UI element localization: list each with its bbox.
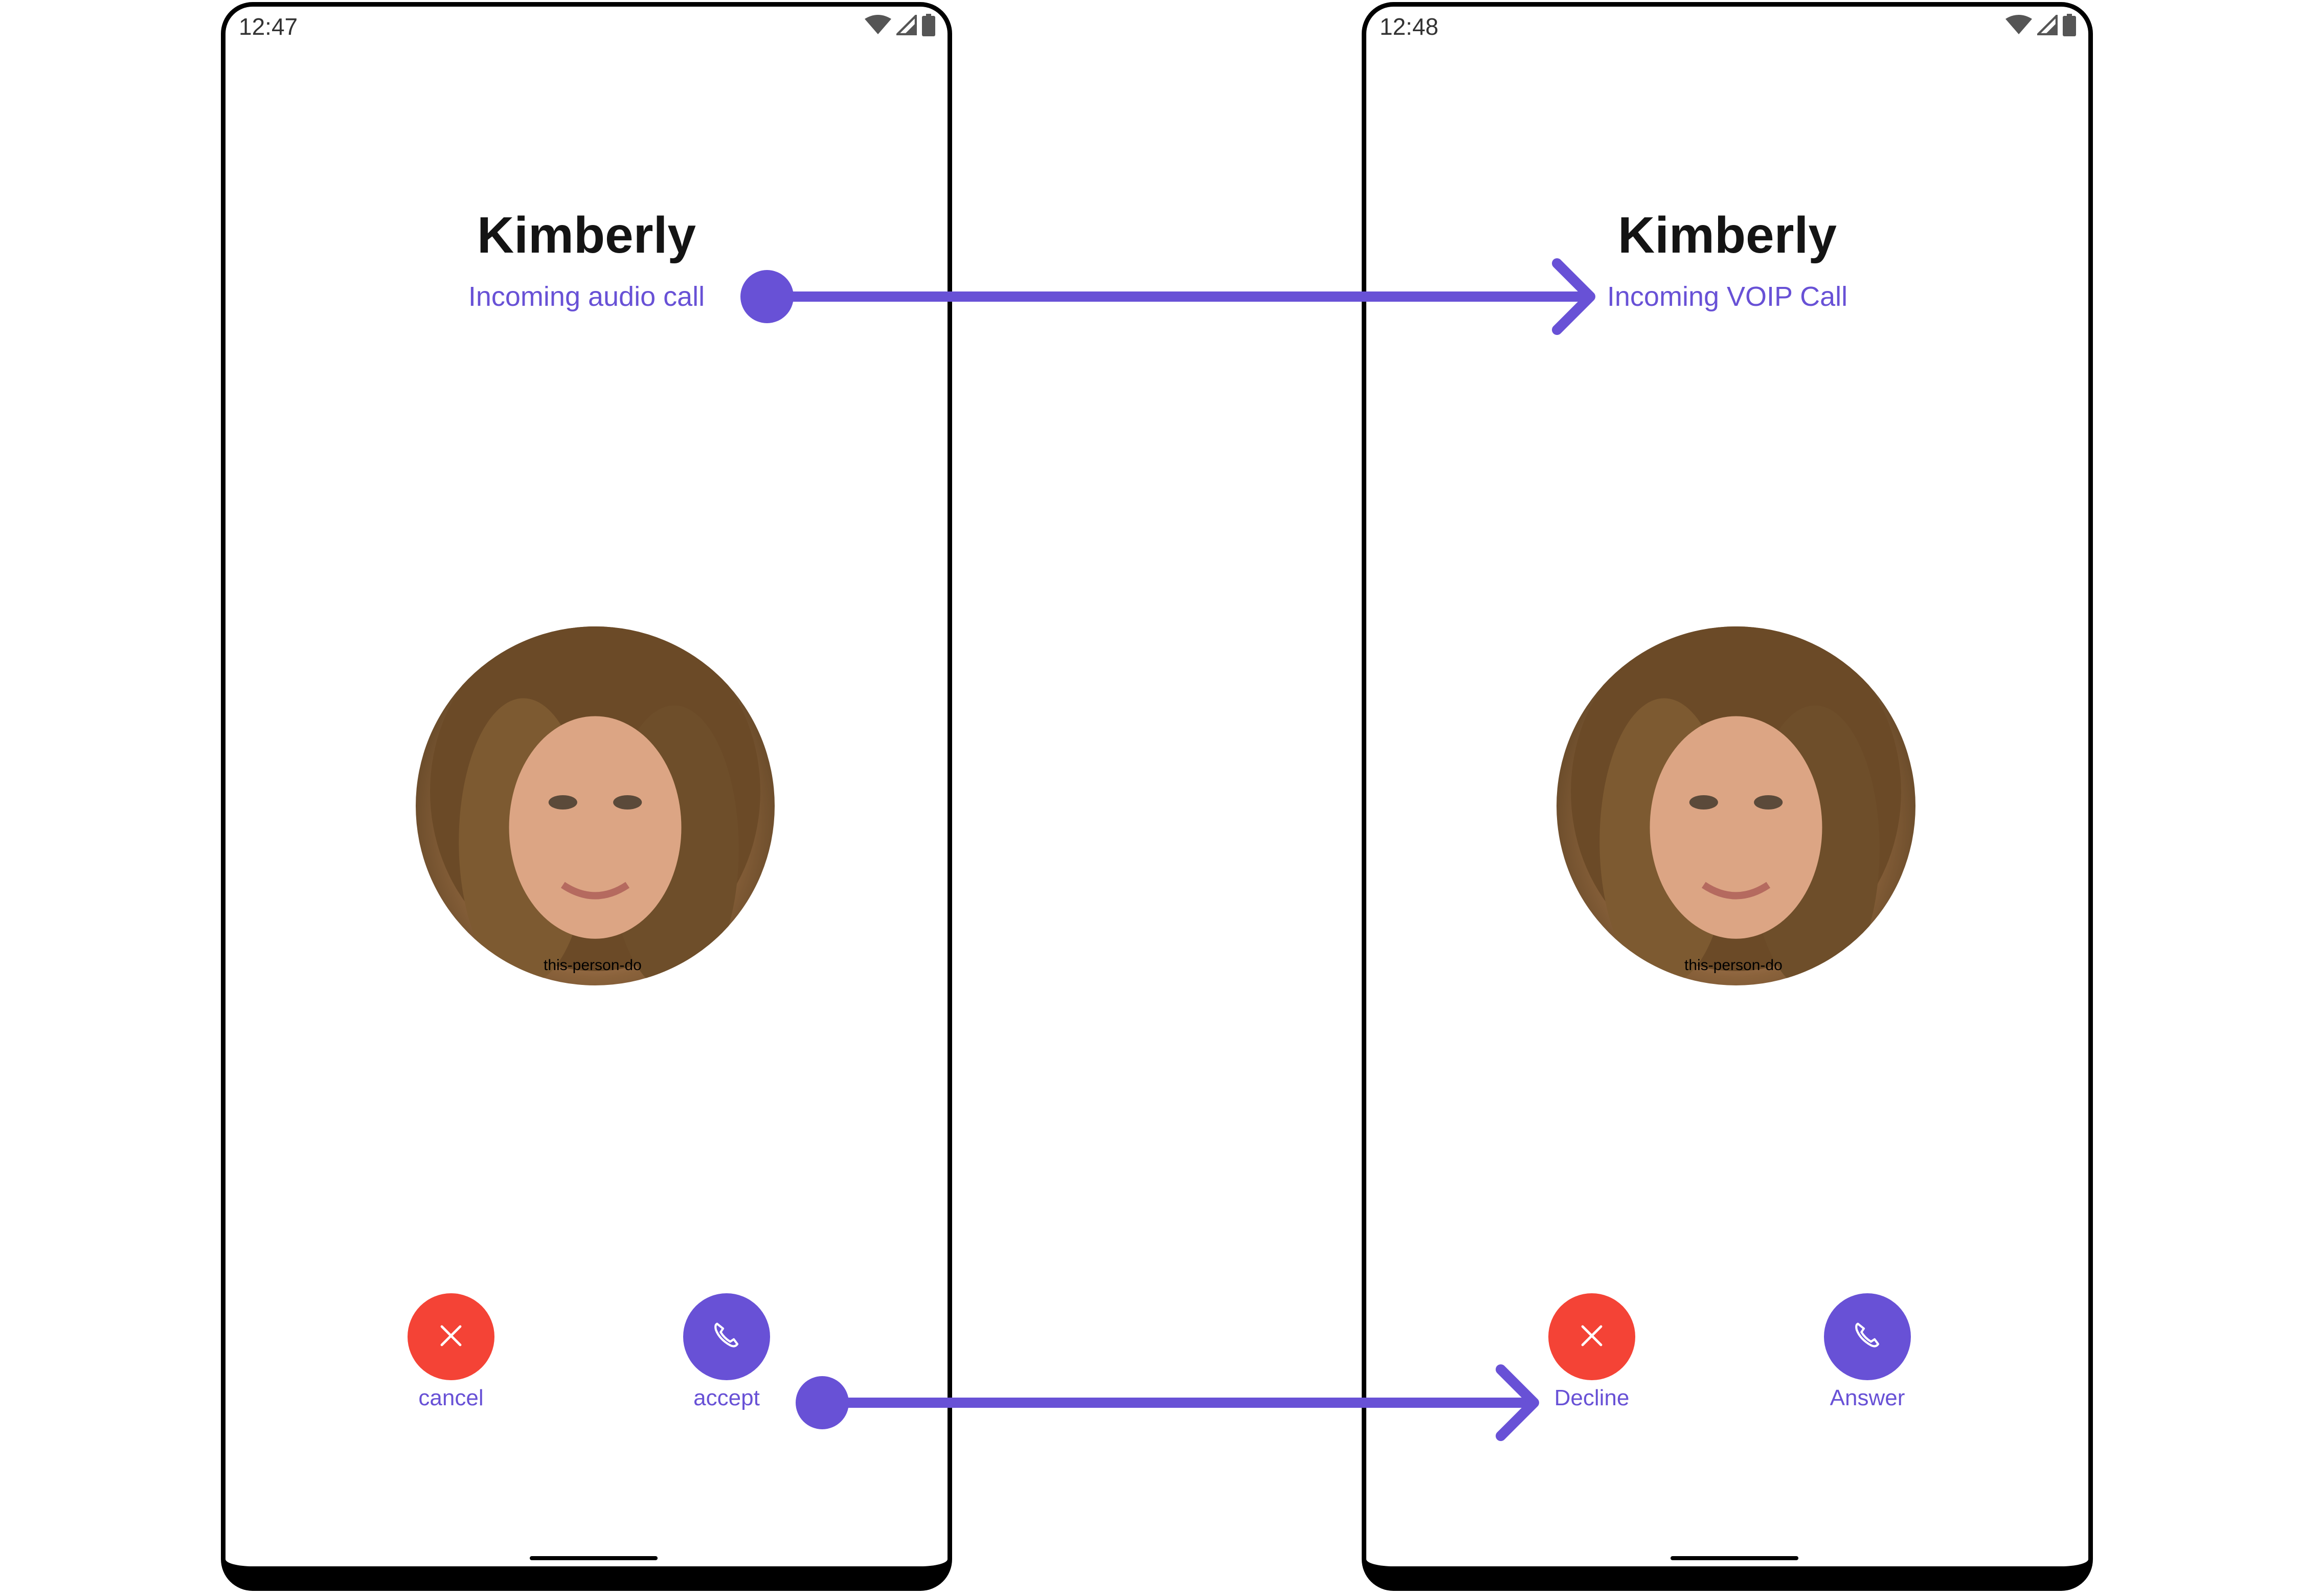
accept-label: accept	[693, 1385, 760, 1410]
call-status: Incoming VOIP Call	[1607, 281, 1848, 312]
home-indicator[interactable]	[530, 1556, 658, 1560]
battery-icon	[922, 14, 935, 36]
decline-button[interactable]: cancel	[385, 1293, 517, 1411]
signal-icon	[2037, 15, 2058, 35]
status-icons	[2005, 14, 2076, 36]
status-icons	[865, 14, 935, 36]
decline-label: cancel	[418, 1385, 484, 1410]
answer-button[interactable]: Answer	[1801, 1293, 1934, 1411]
status-bar: 12:47	[226, 7, 948, 48]
battery-icon	[2063, 14, 2076, 36]
answer-circle[interactable]	[1824, 1293, 1911, 1380]
call-status: Incoming audio call	[468, 281, 705, 312]
accept-circle[interactable]	[683, 1293, 770, 1380]
phone-icon	[1850, 1318, 1885, 1356]
avatar-watermark: this-person-do	[1684, 957, 1783, 974]
avatar-photo	[1571, 626, 1901, 985]
signal-icon	[896, 15, 917, 35]
avatar-photo	[430, 626, 760, 985]
avatar-watermark: this-person-do	[544, 957, 642, 974]
caller-name: Kimberly	[1618, 207, 1837, 264]
status-bar: 12:48	[1366, 7, 2088, 48]
decline-button[interactable]: Decline	[1525, 1293, 1658, 1411]
avatar: this-person-do	[416, 626, 775, 985]
close-icon	[436, 1320, 466, 1354]
phone-icon	[709, 1318, 745, 1356]
decline-circle[interactable]	[1548, 1293, 1635, 1380]
status-time: 12:48	[1380, 13, 1439, 40]
decline-label: Decline	[1554, 1385, 1630, 1410]
avatar: this-person-do	[1557, 626, 1915, 985]
status-time: 12:47	[239, 13, 298, 40]
caller-name: Kimberly	[477, 207, 696, 264]
decline-circle[interactable]	[408, 1293, 494, 1380]
wifi-icon	[865, 15, 891, 35]
answer-label: Answer	[1830, 1385, 1905, 1410]
phone-frame-left: 12:47 Kimberly Incoming audio call this-…	[221, 2, 952, 1591]
accept-button[interactable]: accept	[660, 1293, 793, 1411]
close-icon	[1576, 1320, 1607, 1354]
home-indicator[interactable]	[1671, 1556, 1798, 1560]
phone-frame-right: 12:48 Kimberly Incoming VOIP Call this-p…	[1362, 2, 2093, 1591]
wifi-icon	[2005, 15, 2032, 35]
